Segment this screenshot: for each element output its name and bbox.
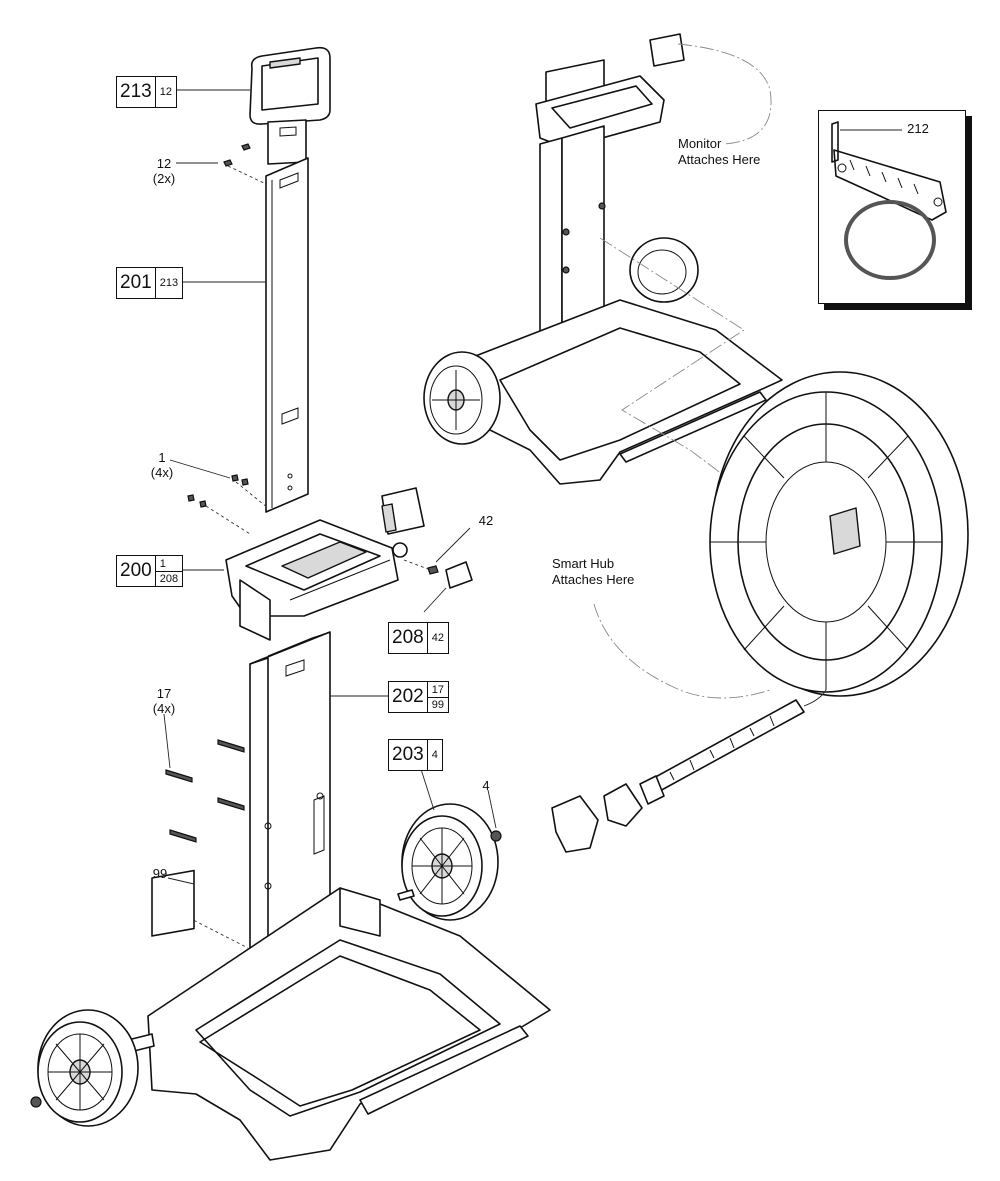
label-4-num: 4 — [482, 778, 490, 793]
callout-213-main: 213 — [117, 77, 156, 107]
label-12-num: 12 — [156, 156, 172, 171]
label-42-num: 42 — [478, 513, 494, 528]
label-212-num: 212 — [907, 121, 929, 136]
monitor-note-line-1: Monitor — [678, 136, 722, 151]
screw-1 — [187, 474, 249, 508]
callout-201: 201 213 — [116, 267, 184, 299]
callout-200-sub-1: 1 — [159, 557, 166, 570]
callout-201-sub: 213 — [159, 277, 179, 289]
label-17-num: 17 — [156, 686, 172, 701]
callout-208-main: 208 — [389, 623, 428, 653]
callout-200-main: 200 — [117, 556, 156, 586]
callout-202-sub-1: 17 — [431, 683, 444, 696]
callout-208: 208 42 — [388, 622, 449, 654]
label-1-qty: (4x) — [150, 465, 174, 480]
label-99: 99 — [148, 866, 172, 881]
callout-200-sub-2: 208 — [155, 570, 183, 586]
screw-12 — [223, 143, 251, 167]
callout-203-main: 203 — [389, 740, 428, 770]
label-1: 1 (4x) — [148, 450, 176, 480]
callout-202-main: 202 — [389, 682, 428, 712]
push-cable-connector — [551, 689, 827, 853]
nut-4 — [490, 830, 502, 842]
callout-213-sub: 12 — [159, 86, 172, 98]
smart-hub-note-line-1: Smart Hub — [552, 556, 615, 571]
label-212: 212 — [904, 121, 932, 136]
monitor-note-line-2: Attaches Here — [678, 152, 761, 167]
label-99-num: 99 — [152, 866, 168, 881]
monitor-note: Monitor Attaches Here — [678, 136, 760, 168]
callout-203-sub: 4 — [431, 749, 438, 761]
label-4: 4 — [478, 778, 494, 793]
label-17-qty: (4x) — [152, 701, 176, 716]
upper-tube-201 — [265, 157, 309, 513]
handle-213 — [249, 46, 331, 165]
smart-hub-note-line-2: Attaches Here — [552, 572, 635, 587]
label-17: 17 (4x) — [148, 686, 180, 716]
label-42: 42 — [474, 513, 498, 528]
bolt-17 — [165, 739, 245, 843]
callout-213: 213 12 — [116, 76, 177, 108]
label-1-num: 1 — [158, 450, 166, 465]
knob-208 — [427, 561, 473, 589]
bracket-200 — [225, 487, 425, 641]
wheel-203 — [401, 803, 499, 921]
cable-reel — [709, 371, 969, 697]
cart-frame-base — [127, 887, 551, 1161]
label-99 — [151, 869, 195, 937]
left-wheel — [37, 1009, 139, 1127]
callout-200: 200 1 208 — [116, 555, 184, 587]
callout-201-main: 201 — [117, 268, 156, 298]
callout-202: 202 17 99 — [388, 681, 449, 713]
label-12: 12 (2x) — [150, 156, 178, 186]
inset-part-212 — [818, 110, 966, 304]
callout-208-sub: 42 — [431, 632, 444, 644]
label-12-qty: (2x) — [152, 171, 176, 186]
left-nut — [30, 1096, 42, 1108]
callout-203: 203 4 — [388, 739, 443, 771]
callout-202-sub-2: 99 — [427, 696, 448, 712]
assembled-cart — [423, 33, 783, 485]
smart-hub-note: Smart Hub Attaches Here — [552, 556, 634, 588]
